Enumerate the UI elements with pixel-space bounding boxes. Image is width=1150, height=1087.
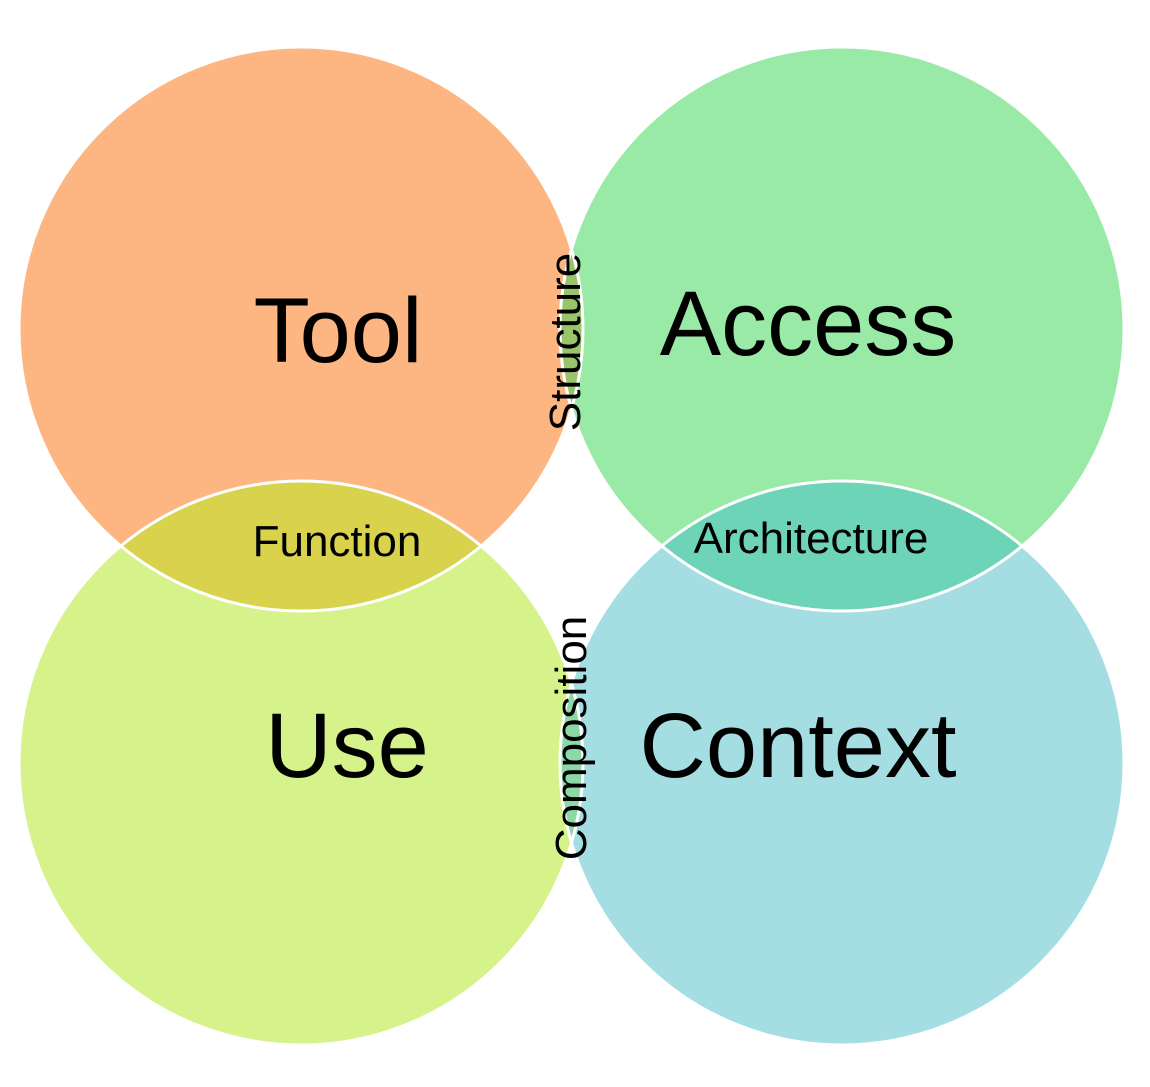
structure-label: Structure [541, 253, 590, 432]
context-circle [560, 481, 1124, 1045]
function-label: Function [253, 517, 422, 566]
use-label: Use [265, 695, 429, 797]
context-label: Context [639, 695, 956, 797]
tool-circle [19, 47, 583, 611]
context-outline [558, 479, 1126, 1047]
access-label: Access [660, 273, 957, 375]
composition-label: Composition [547, 616, 596, 861]
architecture-label: Architecture [694, 514, 929, 563]
use-outline [17, 479, 585, 1047]
access-outline [558, 45, 1126, 613]
tool-outline [17, 45, 585, 613]
tool-label: Tool [254, 280, 423, 382]
use-circle [19, 481, 583, 1045]
access-circle [560, 47, 1124, 611]
